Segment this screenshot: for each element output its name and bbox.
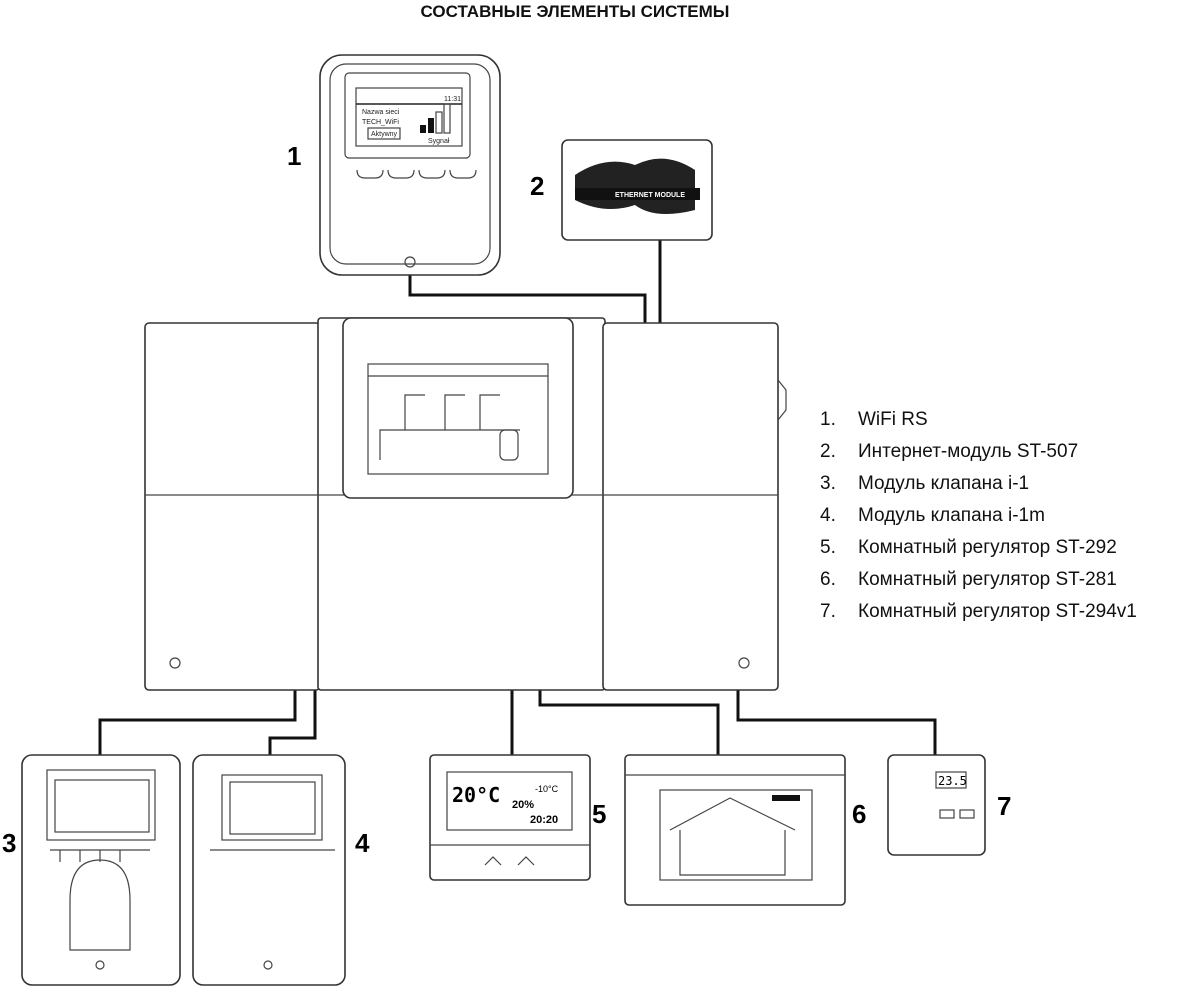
legend-item: 6.Комнатный регулятор ST-281 — [820, 569, 1117, 590]
ethernet-label: ETHERNET MODULE — [615, 192, 685, 199]
wifi-network: TECH_WiFi — [362, 119, 399, 126]
component-legend: 1.WiFi RS 2.Интернет-модуль ST-507 3.Мод… — [820, 404, 1137, 628]
legend-item: 4.Модуль клапана i-1m — [820, 505, 1045, 526]
st292-set: 20% — [512, 799, 534, 811]
callout-5: 5 — [592, 799, 606, 829]
callout-2: 2 — [530, 171, 544, 201]
device-valve-module-i1 — [21, 754, 181, 986]
legend-item: 1.WiFi RS — [820, 409, 928, 430]
st292-temp: 20°C — [452, 783, 500, 807]
legend-item: 7.Комнатный регулятор ST-294v1 — [820, 601, 1137, 622]
wifi-network-label: Nazwa sieci — [362, 109, 400, 116]
wifi-status: Aktywny — [371, 131, 398, 138]
callout-3: 3 — [2, 828, 16, 858]
device-st-294v1: 23.5 — [887, 754, 986, 856]
callout-6: 6 — [852, 799, 866, 829]
callout-1: 1 — [287, 141, 301, 171]
legend-item: 5.Комнатный регулятор ST-292 — [820, 537, 1117, 558]
legend-item: 3.Модуль клапана i-1 — [820, 473, 1030, 494]
diagram-title: СОСТАВНЫЕ ЭЛЕМЕНТЫ СИСТЕМЫ — [420, 2, 730, 21]
st294-temp: 23.5 — [938, 774, 967, 788]
st292-outdoor: -10°C — [535, 784, 559, 794]
callout-4: 4 — [355, 828, 370, 858]
device-st-292: 20°C -10°C 20% 20:20 — [429, 754, 591, 881]
device-st-281 — [624, 754, 846, 906]
main-controller — [144, 317, 787, 691]
device-internet-module: ETHERNET MODULE — [561, 139, 713, 241]
wifi-time: 11:31 — [444, 96, 461, 103]
legend-item: 2.Интернет-модуль ST-507 — [820, 441, 1079, 462]
connection-wires — [98, 240, 937, 755]
wifi-signal: Sygnał — [428, 138, 450, 145]
st292-clock: 20:20 — [530, 814, 558, 826]
device-valve-module-i1m — [192, 754, 346, 986]
callout-7: 7 — [997, 791, 1011, 821]
device-wifi-rs: 11:31 Nazwa sieci TECH_WiFi Aktywny Sygn… — [319, 54, 501, 276]
